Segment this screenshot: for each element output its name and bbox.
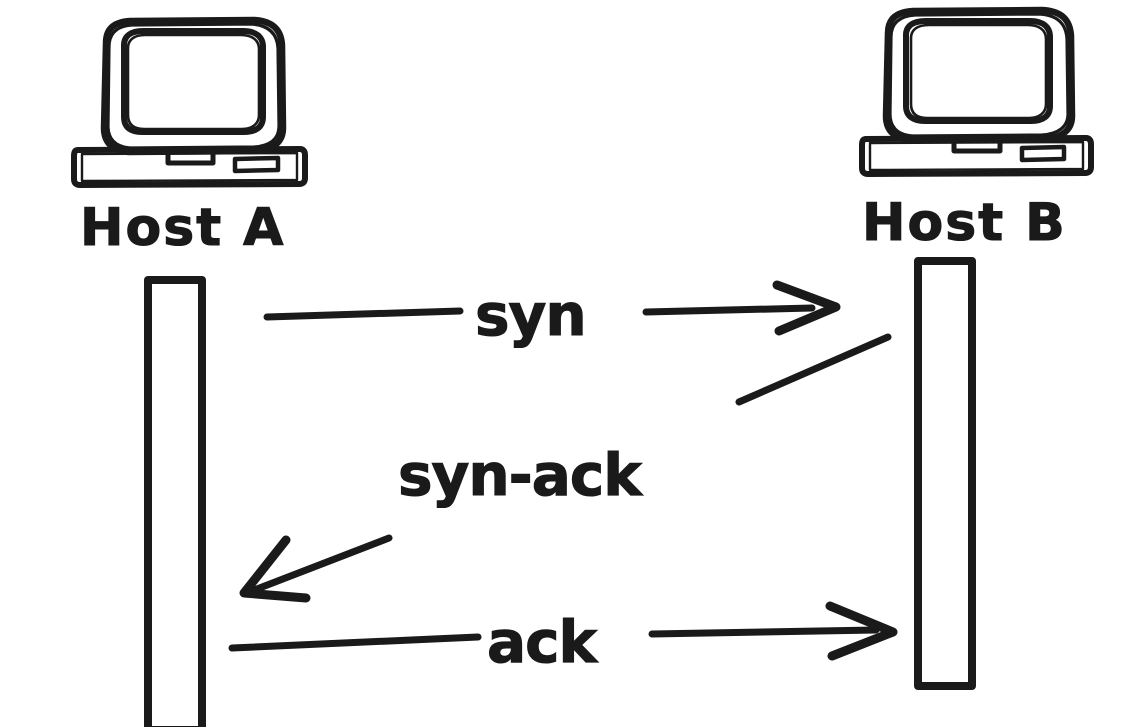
- host-b-label: Host B: [862, 193, 1067, 253]
- syn-ack-line-lower: [245, 534, 393, 596]
- syn-ack-line-upper: [735, 333, 892, 406]
- syn-arrowhead: [772, 280, 841, 336]
- host-a-computer-icon: [71, 16, 308, 188]
- host-a-lifeline-bar: [144, 276, 206, 727]
- message-ack: ack: [228, 601, 898, 677]
- syn-line-left: [263, 307, 464, 321]
- syn-label: syn: [475, 281, 586, 349]
- ack-line-left: [228, 633, 482, 652]
- ack-arrowhead: [825, 601, 898, 661]
- message-syn: syn: [263, 280, 841, 350]
- host-b-lifeline-bar: [914, 257, 976, 690]
- host-a-label: Host A: [80, 198, 285, 258]
- ack-line-right: [648, 626, 880, 638]
- message-syn-ack: syn-ack: [239, 333, 892, 603]
- ack-label: ack: [487, 608, 599, 676]
- host-b-computer-icon: [859, 6, 1094, 177]
- syn-ack-arrowhead: [239, 535, 311, 603]
- syn-line-right: [642, 304, 816, 316]
- syn-ack-label: syn-ack: [398, 441, 643, 509]
